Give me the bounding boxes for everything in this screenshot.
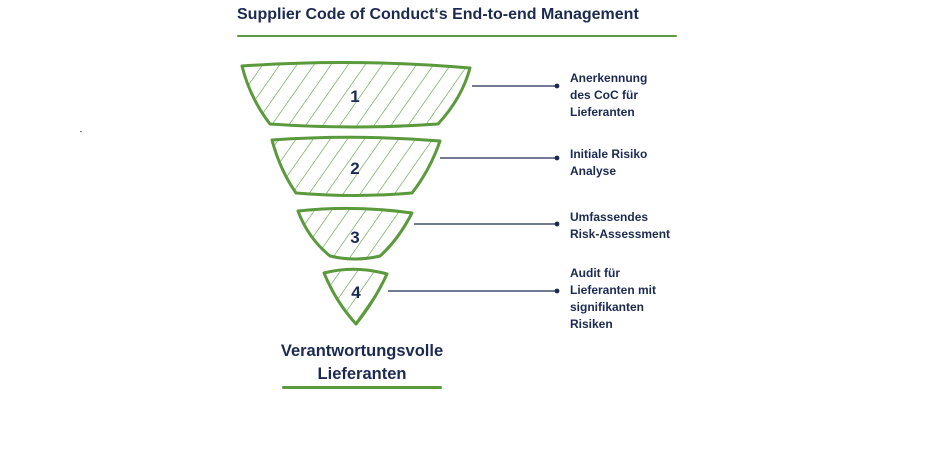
stage-1-number: 1 — [350, 87, 359, 106]
stage-4-label-line: signifikanten — [570, 300, 645, 314]
stage-4-number: 4 — [351, 283, 361, 302]
funnel-outcome-label: Verantwortungsvolle Lieferanten — [262, 340, 462, 386]
stage-4-label: Audit für Lieferanten mit signifikanten … — [570, 265, 730, 333]
stage-1-label-line: Anerkennung — [570, 71, 648, 85]
stage-2-label-line: Analyse — [570, 164, 617, 178]
stage-2-label: Initiale Risiko Analyse — [570, 146, 730, 180]
stage-3-label-line: Risk-Assessment — [570, 227, 671, 241]
footer-underline — [282, 386, 442, 389]
stage-4-label-line: Lieferanten mit — [570, 283, 657, 297]
outcome-line: Lieferanten — [317, 365, 407, 383]
stage-3-number: 3 — [350, 228, 359, 247]
outcome-line: Verantwortungsvolle — [280, 342, 444, 360]
stage-2-label-line: Initiale Risiko — [570, 147, 648, 161]
stage-1-label-line: Lieferanten — [570, 105, 635, 119]
stage-3-label-line: Umfassendes — [570, 210, 649, 224]
stage-4-label-line: Audit für — [570, 266, 620, 280]
stray-mark — [80, 131, 82, 132]
stage-3-label: Umfassendes Risk-Assessment — [570, 209, 730, 243]
connector-dot-1 — [554, 83, 560, 89]
funnel-stage-1: 1 — [240, 60, 472, 129]
connector-dot-3 — [554, 221, 560, 227]
funnel-stage-4: 4 — [322, 267, 389, 326]
title-underline — [237, 35, 677, 37]
funnel-stage-3: 3 — [296, 206, 414, 261]
stage-1-label-line: des CoC für — [570, 88, 639, 102]
stage-2-number: 2 — [350, 159, 359, 178]
connector-dot-2 — [554, 155, 560, 161]
funnel-stage-2: 2 — [270, 135, 442, 197]
stage-1-label: Anerkennung des CoC für Lieferanten — [570, 70, 730, 121]
stage-4-label-line: Risiken — [570, 317, 613, 331]
page-title: Supplier Code of Conduct‘s End-to-end Ma… — [237, 6, 639, 23]
connector-dot-4 — [554, 288, 560, 294]
